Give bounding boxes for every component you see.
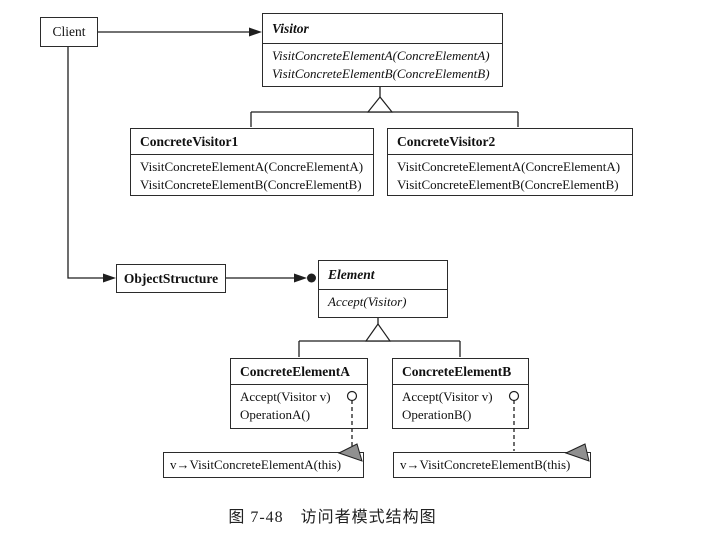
method-visit-concrete-element-a: VisitConcreteElementA(ConcreElementA) <box>397 159 621 174</box>
client-visitor-arrowhead <box>249 27 262 37</box>
method-visit-concrete-element-b: VisitConcreteElementB(ConcreElementB) <box>272 66 490 81</box>
method-accept: Accept(Visitor v) <box>402 389 493 404</box>
class-box-concrete-element-b: ConcreteElementB Accept(Visitor v) Opera… <box>392 358 529 429</box>
method-operation-b: OperationB() <box>402 407 472 422</box>
class-name-concrete-element-a: ConcreteElementA <box>231 359 367 385</box>
class-name-element: Element <box>319 261 447 290</box>
class-name-object-structure: ObjectStructure <box>123 270 219 286</box>
class-name-concrete-visitor2: ConcreteVisitor2 <box>388 129 632 155</box>
element-generalization-triangle <box>364 322 392 342</box>
class-methods-concrete-element-b: Accept(Visitor v) OperationB() <box>393 385 528 424</box>
method-accept: Accept(Visitor v) <box>240 389 331 404</box>
class-box-concrete-visitor1: ConcreteVisitor1 VisitConcreteElementA(C… <box>130 128 374 196</box>
note-b-text: v→VisitConcreteElementB(this) <box>400 457 571 472</box>
class-box-element: Element Accept(Visitor) <box>318 260 448 318</box>
class-name-client: Client <box>52 24 86 39</box>
note-box-a: v→VisitConcreteElementA(this) <box>163 452 364 478</box>
objectstructure-element-aggregation-dot <box>307 273 316 283</box>
note-box-b: v→VisitConcreteElementB(this) <box>393 452 591 478</box>
class-name-concrete-visitor1: ConcreteVisitor1 <box>131 129 373 155</box>
note-a-text: v→VisitConcreteElementA(this) <box>170 457 342 472</box>
figure-caption: 图 7-48 访问者模式结构图 <box>228 509 437 526</box>
class-methods-concrete-element-a: Accept(Visitor v) OperationA() <box>231 385 367 424</box>
class-methods-concrete-visitor2: VisitConcreteElementA(ConcreElementA) Vi… <box>388 155 632 194</box>
class-methods-element: Accept(Visitor) <box>319 290 447 311</box>
class-box-concrete-element-a: ConcreteElementA Accept(Visitor v) Opera… <box>230 358 368 429</box>
class-box-concrete-visitor2: ConcreteVisitor2 VisitConcreteElementA(C… <box>387 128 633 196</box>
class-box-client: Client <box>40 17 98 47</box>
method-visit-concrete-element-a: VisitConcreteElementA(ConcreElementA) <box>272 48 490 63</box>
visitor-generalization-triangle <box>366 96 394 113</box>
class-box-object-structure: ObjectStructure <box>116 264 226 293</box>
method-visit-concrete-element-a: VisitConcreteElementA(ConcreElementA) <box>140 159 364 174</box>
class-name-concrete-element-b: ConcreteElementB <box>393 359 528 385</box>
class-methods-visitor: VisitConcreteElementA(ConcreElementA) Vi… <box>263 44 502 83</box>
class-box-visitor: Visitor VisitConcreteElementA(ConcreElem… <box>262 13 503 87</box>
client-objectstructure-arrowhead <box>103 273 116 283</box>
method-accept: Accept(Visitor) <box>328 294 407 309</box>
client-objectstructure-association-line <box>67 47 105 279</box>
method-operation-a: OperationA() <box>240 407 311 422</box>
class-name-visitor: Visitor <box>263 14 502 44</box>
objectstructure-element-arrowhead <box>294 273 307 283</box>
method-visit-concrete-element-b: VisitConcreteElementB(ConcreElementB) <box>397 177 619 192</box>
method-visit-concrete-element-b: VisitConcreteElementB(ConcreElementB) <box>140 177 362 192</box>
class-methods-concrete-visitor1: VisitConcreteElementA(ConcreElementA) Vi… <box>131 155 373 194</box>
